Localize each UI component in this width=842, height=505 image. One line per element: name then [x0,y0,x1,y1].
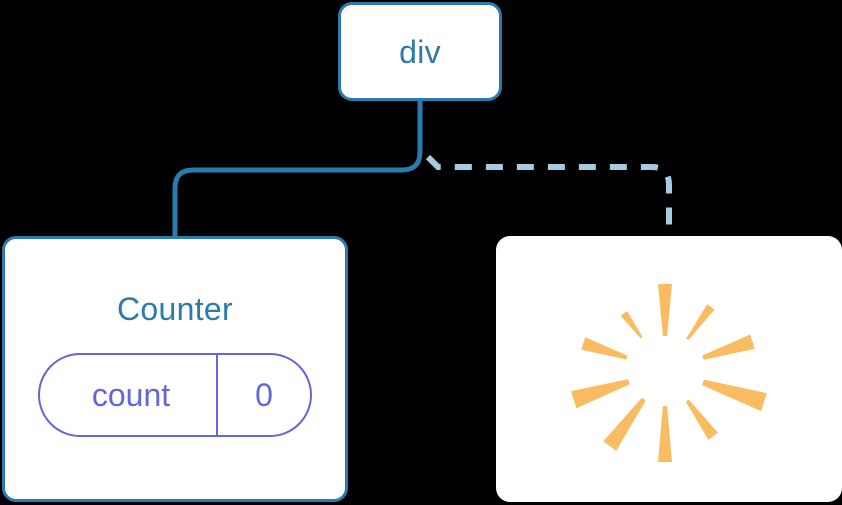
burst-ray-3 [702,334,755,360]
burst-ray-2 [686,304,715,341]
burst-ray-8 [570,379,630,409]
burst-ray-1 [658,284,672,336]
burst-ray-10 [620,311,643,339]
state-key: count [91,377,171,413]
edge-div-to-counter [172,98,423,239]
node-div[interactable]: div [338,2,502,101]
burst-sparkle-icon [570,284,767,462]
burst-ray-7 [603,397,646,451]
burst-ray-5 [685,399,719,440]
burst-ray-6 [658,406,672,462]
state-pill-count[interactable]: count 0 [38,353,312,437]
burst-ray-4 [702,379,767,412]
node-counter[interactable]: Counter count 0 [2,236,348,502]
edge-div-to-burst [425,154,672,236]
state-pill-divider [216,355,218,435]
node-div-label: div [399,33,441,70]
burst-ray-9 [581,337,628,360]
node-burst[interactable] [496,236,842,502]
node-counter-label: Counter [117,291,233,327]
burst-rays-group [570,284,767,462]
state-value: 0 [255,377,273,413]
